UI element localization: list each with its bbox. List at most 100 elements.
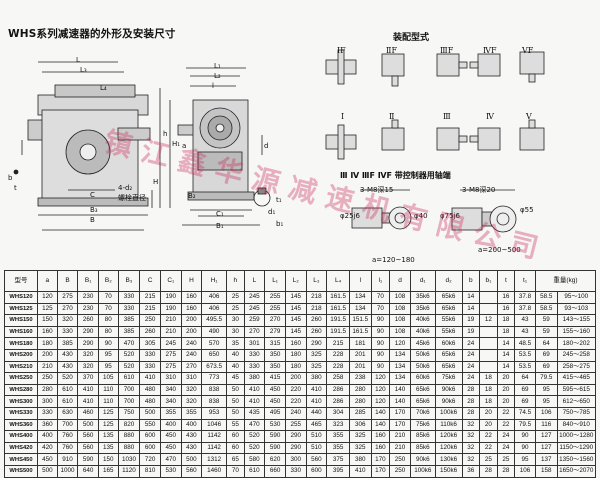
table-cell: 260 — [139, 325, 161, 339]
table-cell: 550 — [139, 418, 161, 432]
dim-C1: C₁ — [216, 210, 224, 218]
table-cell: 230 — [77, 302, 99, 316]
table-cell: 1650～2070 — [556, 464, 597, 478]
col-header: b — [461, 270, 481, 292]
table-cell: 290 — [305, 337, 328, 350]
table-cell: 238 — [348, 372, 372, 385]
table-cell: 161.5 — [326, 302, 350, 316]
table-cell: 325 — [348, 441, 372, 455]
table-cell: 134 — [389, 372, 411, 385]
table-cell: 24 — [461, 360, 481, 374]
table-cell: 19 — [461, 325, 481, 339]
mount-label-2: Ⅱ — [389, 112, 395, 121]
table-cell: 125 — [97, 406, 119, 420]
table-cell: 258 — [326, 372, 350, 385]
dim-holes: 4-d₂ — [118, 184, 133, 192]
table-cell: 580 — [243, 453, 266, 466]
mount-label-1f: ⅠF — [337, 46, 346, 55]
table-cell: 500 — [180, 453, 203, 466]
table-cell: 95 — [97, 360, 119, 374]
table-cell: 150k6 — [434, 464, 463, 478]
table-cell: 120 — [370, 383, 391, 397]
table-cell: 400 — [159, 418, 182, 432]
table-cell — [479, 291, 498, 304]
table-cell: 410 — [77, 383, 99, 397]
table-cell: 560 — [77, 430, 99, 443]
table-cell: 255 — [264, 291, 286, 304]
table-cell: 50k6 — [409, 360, 436, 374]
table-cell: 181 — [348, 337, 372, 350]
table-cell: 406 — [201, 291, 228, 304]
table-cell: 180～202 — [556, 337, 597, 350]
table-cell: 70 — [370, 302, 391, 316]
table-cell: 25 — [226, 291, 245, 304]
table-cell: 355 — [326, 430, 350, 443]
table-cell: 750 — [117, 406, 141, 420]
table-cell: 520 — [117, 348, 141, 362]
table-cell: 215 — [326, 337, 350, 350]
table-cell: 200 — [180, 314, 203, 327]
col-header: L₂ — [284, 270, 307, 292]
table-cell: 30 — [226, 314, 245, 327]
table-cell: 450 — [264, 383, 286, 397]
model-cell: WHS500 — [3, 464, 39, 478]
table-cell: 270 — [56, 302, 79, 316]
table-cell: 330 — [56, 325, 79, 339]
table-cell: 290 — [77, 337, 99, 350]
mount-label-1: Ⅰ — [341, 112, 345, 121]
col-header: B — [56, 270, 79, 292]
table-cell: 380 — [305, 372, 328, 385]
table-cell: 210 — [159, 314, 182, 327]
table-cell: 415～465 — [556, 372, 597, 385]
table-cell: 325 — [305, 348, 328, 362]
table-cell: 160 — [37, 325, 58, 339]
table-cell: 160 — [370, 430, 391, 443]
table-cell: 28 — [496, 464, 516, 478]
table-cell: 218 — [305, 302, 328, 316]
table-cell — [479, 360, 498, 374]
dim-L3: L₃ — [80, 66, 87, 74]
table-cell: 170 — [389, 418, 411, 432]
table-cell: 201 — [348, 360, 372, 374]
table-cell: 60 — [226, 441, 245, 455]
dim-L2: L₂ — [214, 72, 221, 80]
table-cell: 18 — [479, 372, 498, 385]
table-cell: 220 — [284, 383, 307, 397]
table-cell: 500 — [37, 464, 58, 478]
table-cell: 218 — [305, 291, 328, 304]
table-cell: 250 — [139, 314, 161, 327]
table-cell: 500 — [77, 418, 99, 432]
table-cell: 35k6 — [409, 291, 436, 304]
table-cell: 610 — [56, 383, 79, 397]
table-cell: 137 — [534, 453, 558, 466]
table-cell: 720 — [139, 453, 161, 466]
table-cell: 151.5 — [348, 314, 372, 327]
model-cell: WHS400 — [3, 430, 39, 443]
table-cell: 650 — [201, 348, 228, 362]
table-cell: 110k6 — [434, 418, 463, 432]
table-cell: 45 — [226, 372, 245, 385]
table-cell: 120k6 — [434, 441, 463, 455]
table-cell: 90 — [370, 337, 391, 350]
table-cell: 95 — [514, 453, 536, 466]
table-cell: 610 — [56, 395, 79, 408]
table-cell: 210 — [389, 441, 411, 455]
table-cell: 395 — [326, 464, 350, 478]
table-cell: 260 — [305, 314, 328, 327]
table-cell: 95～100 — [556, 291, 597, 304]
table-cell: 155～160 — [556, 325, 597, 339]
table-cell: 110 — [97, 383, 119, 397]
table-cell: 150 — [97, 453, 119, 466]
table-cell: 325 — [348, 430, 372, 443]
table-cell: 300 — [37, 395, 58, 408]
table-cell — [479, 348, 498, 362]
col-header: H₁ — [201, 270, 228, 292]
table-cell: 160 — [370, 441, 391, 455]
table-cell: 20 — [479, 406, 498, 420]
table-cell: 55k6 — [434, 314, 463, 327]
technical-drawing — [13, 49, 545, 233]
table-cell: 90 — [370, 314, 391, 327]
